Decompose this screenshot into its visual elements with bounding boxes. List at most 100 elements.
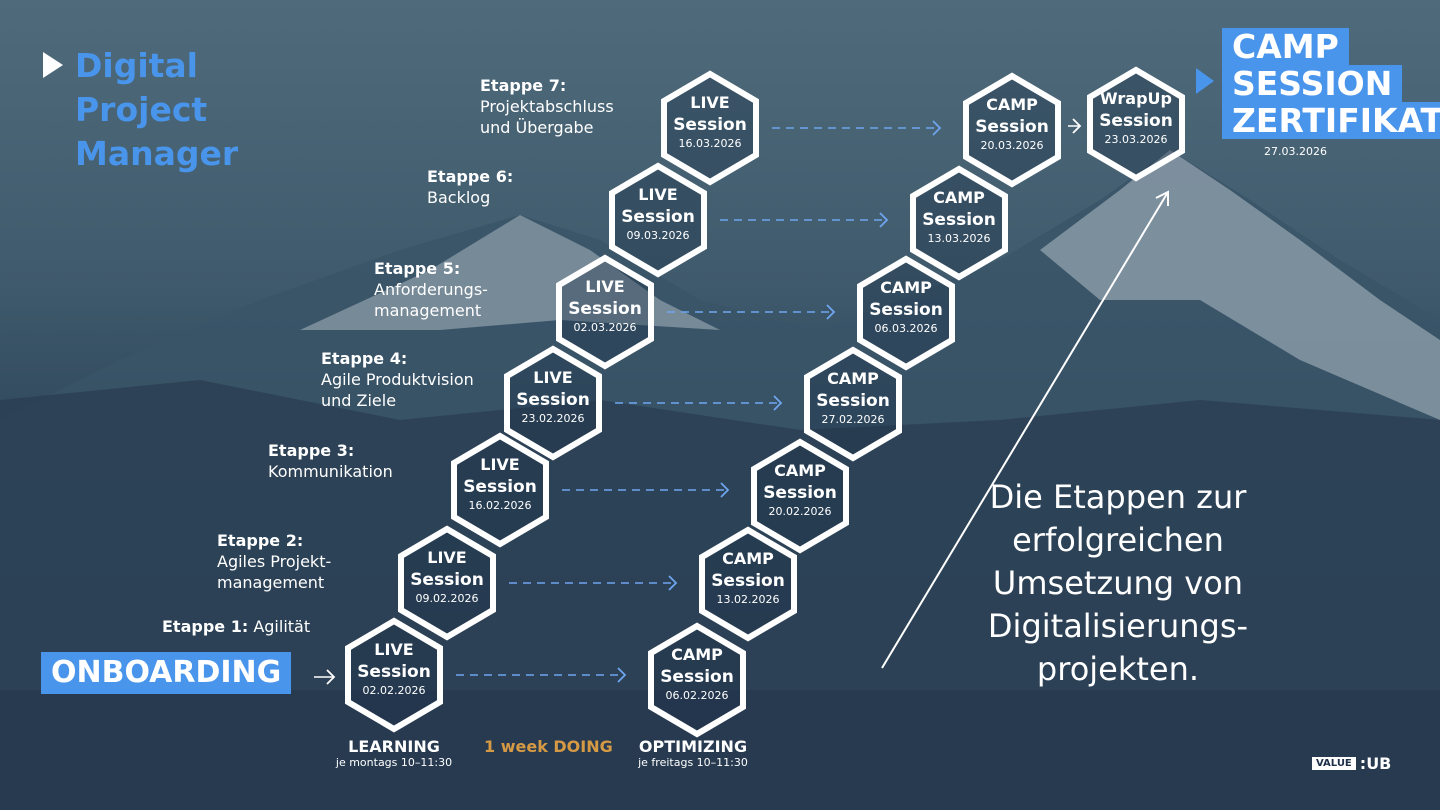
session-label: Session — [660, 667, 734, 687]
hexagon-shape — [963, 72, 1061, 188]
arrow-head-icon — [720, 482, 730, 498]
etappe-label: Etappe 5: Anforderungs-management — [374, 258, 488, 321]
session-label: Session — [922, 210, 996, 230]
session-label: CAMP — [933, 188, 985, 207]
session-date: 23.03.2026 — [1105, 133, 1168, 146]
session-label: LIVE — [585, 277, 624, 296]
live-session-hexagon: LIVE Session 02.02.2026 — [345, 617, 443, 733]
session-label: Session — [869, 300, 943, 320]
session-date: 13.03.2026 — [928, 232, 991, 245]
session-date: 27.02.2026 — [822, 413, 885, 426]
tagline-line: Umsetzung von — [992, 564, 1244, 602]
etappe-topic: Agiles Projekt- — [217, 552, 332, 571]
session-label: Session — [711, 571, 785, 591]
dashed-arrow — [615, 395, 783, 411]
dashed-arrow — [720, 212, 889, 228]
session-label: Session — [357, 662, 431, 682]
session-label: Session — [621, 207, 695, 227]
hexagon-shape — [910, 165, 1008, 281]
hexagon-shape — [609, 162, 707, 278]
etappe-number: Etappe 6: — [427, 167, 514, 186]
etappe-topic: Backlog — [427, 188, 491, 207]
page-title: Digital Project Manager — [75, 44, 238, 176]
session-label: CAMP — [827, 369, 879, 388]
live-session-hexagon: LIVE Session 02.03.2026 — [556, 254, 654, 370]
session-label: Session — [568, 299, 642, 319]
logo-right-text: UB — [1366, 754, 1392, 773]
etappe-topic: Projektabschluss — [480, 97, 614, 116]
arrow-head-icon — [668, 575, 678, 591]
tagline-line: projekten. — [1036, 650, 1200, 688]
session-date: 09.03.2026 — [627, 229, 690, 242]
session-label: Session — [763, 483, 837, 503]
optimizing-schedule: je freitags 10–11:30 — [638, 756, 748, 769]
live-session-hexagon: LIVE Session 09.03.2026 — [609, 162, 707, 278]
onboarding-badge: ONBOARDING — [41, 652, 292, 694]
etappe-topic: Agilität — [253, 617, 311, 636]
hexagon-shape — [661, 70, 759, 186]
doing-label: 1 week DOING — [484, 737, 613, 756]
hexagon-shape — [556, 254, 654, 370]
valuehub-logo: VALUE :UB — [1312, 754, 1391, 773]
session-label: Session — [410, 570, 484, 590]
learning-label: LEARNING je montags 10–11:30 — [314, 737, 474, 769]
tagline: Die Etappen zur erfolgreichen Umsetzung … — [918, 476, 1318, 691]
etappe-topic: Kommunikation — [268, 462, 393, 481]
session-label: LIVE — [374, 640, 413, 659]
etappe-number: Etappe 1: — [162, 617, 249, 636]
tagline-line: erfolgreichen — [1012, 521, 1224, 559]
etappe-number: Etappe 3: — [268, 441, 355, 460]
session-label: Session — [673, 115, 747, 135]
learning-schedule: je montags 10–11:30 — [335, 756, 453, 769]
session-date: 02.03.2026 — [574, 321, 637, 334]
etappe-topic: management — [374, 301, 482, 320]
optimizing-title: OPTIMIZING — [638, 737, 748, 756]
session-label: LIVE — [638, 185, 677, 204]
certificate-line: SESSION — [1222, 65, 1403, 102]
etappe-number: Etappe 2: — [217, 531, 304, 550]
etappe-number: Etappe 5: — [374, 259, 461, 278]
etappe-topic: Anforderungs- — [374, 280, 488, 299]
dashed-arrow — [772, 120, 942, 136]
dashed-arrow — [509, 575, 678, 591]
tagline-line: Digitalisierungs- — [987, 607, 1249, 645]
session-date: 06.02.2026 — [666, 689, 729, 702]
etappe-label: Etappe 1: Agilität — [162, 616, 310, 637]
session-label: LIVE — [533, 368, 572, 387]
logo-left: VALUE — [1312, 757, 1356, 770]
learning-title: LEARNING — [348, 737, 440, 756]
etappe-label: Etappe 2: Agiles Projekt-management — [217, 530, 331, 593]
etappe-topic: und Ziele — [321, 391, 397, 410]
title-line: Project — [75, 90, 208, 129]
wrapup-arrow — [1068, 118, 1082, 134]
certificate-badge: CAMP SESSION ZERTIFIKAT — [1222, 28, 1440, 139]
hexagon-shape — [648, 622, 746, 738]
arrow-head-icon — [617, 667, 627, 683]
etappe-topic: management — [217, 573, 325, 592]
tagline-line: Die Etappen zur — [989, 478, 1247, 516]
etappe-number: Etappe 4: — [321, 349, 408, 368]
session-label: Session — [516, 390, 590, 410]
session-label: LIVE — [427, 548, 466, 567]
session-label: CAMP — [774, 461, 826, 480]
hexagon-shape — [451, 432, 549, 548]
optimizing-label: OPTIMIZING je freitags 10–11:30 — [613, 737, 773, 769]
camp-session-hexagon: CAMP Session 13.03.2026 — [910, 165, 1008, 281]
session-date: 16.03.2026 — [679, 137, 742, 150]
session-date: 02.02.2026 — [363, 684, 426, 697]
session-label: Session — [463, 477, 537, 497]
diagonal-arrow — [881, 190, 1169, 669]
etappe-number: Etappe 7: — [480, 76, 567, 95]
hexagon-shape — [1087, 66, 1185, 182]
arrow-head-icon — [773, 395, 783, 411]
session-label: LIVE — [480, 455, 519, 474]
arrow-head-icon — [932, 120, 942, 136]
